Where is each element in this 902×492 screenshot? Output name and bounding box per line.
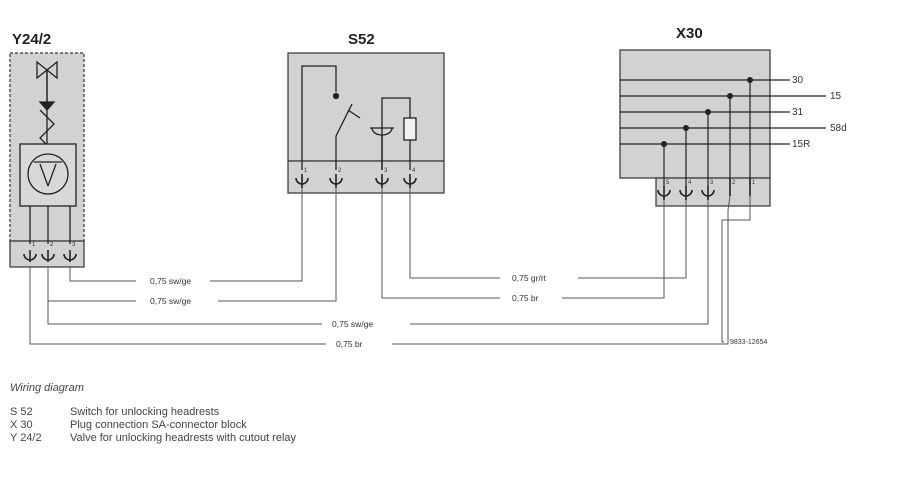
legend-text: Switch for unlocking headrests — [70, 406, 220, 418]
x30-terminal-label: 15R — [792, 139, 810, 150]
y24-pin-label: 3 — [72, 242, 76, 248]
s52-pin-label: 2 — [338, 168, 342, 174]
switch-symbol — [301, 65, 361, 170]
x30-terminal-label: 15 — [830, 91, 842, 102]
x30-title: X30 — [676, 25, 703, 42]
s52-title: S52 — [348, 31, 375, 48]
x30-junctions — [661, 77, 753, 147]
lamp-symbol — [370, 97, 417, 170]
x30-terminal-label: 30 — [792, 75, 804, 86]
wire-label: 0,75 gr/rt — [512, 273, 547, 283]
y24-title: Y24/2 — [12, 31, 51, 48]
relay-symbol — [19, 143, 77, 244]
x30-pin-label: 1 — [752, 180, 756, 186]
s52-pin-label: 3 — [384, 168, 388, 174]
x30-pin-label: 4 — [688, 180, 692, 186]
legend-code: Y 24/2 — [10, 432, 42, 444]
x30-terminal-label: 31 — [792, 107, 804, 118]
x30-pin-label: 3 — [710, 180, 714, 186]
wire-label: 0,75 sw/ge — [150, 296, 191, 306]
legend-code: S 52 — [10, 406, 33, 418]
legend-item: X 30 Plug connection SA-connector block — [10, 419, 610, 432]
wires — [29, 188, 751, 345]
x30-bus-lines — [620, 79, 826, 186]
s52-pin-label: 1 — [304, 168, 308, 174]
x30-pin-label: 2 — [732, 180, 736, 186]
x30-housing — [619, 49, 771, 207]
x30-terminal-label: 58d — [830, 123, 847, 134]
legend-text: Valve for unlocking headrests with cutou… — [70, 432, 297, 444]
legend-code: X 30 — [10, 419, 33, 431]
wire-label: 0,75 br — [512, 293, 539, 303]
x30-pins — [657, 178, 751, 200]
y24-pin-label: 2 — [50, 242, 54, 248]
legend-item: Y 24/2 Valve for unlocking headrests wit… — [10, 432, 610, 445]
y24-pins — [23, 250, 77, 262]
legend-item: S 52 Switch for unlocking headrests — [10, 406, 610, 419]
legend: Wiring diagram S 52 Switch for unlocking… — [10, 382, 610, 445]
wire-label: 0,75 sw/ge — [150, 276, 191, 286]
s52-housing — [287, 52, 445, 194]
wiring-diagram: Y24/2 1 2 3 S52 — [9, 25, 847, 349]
legend-title: Wiring diagram — [10, 382, 84, 394]
y24-pin-label: 1 — [32, 242, 36, 248]
reference-number: 9833-12654 — [730, 339, 767, 346]
legend-text: Plug connection SA-connector block — [70, 419, 247, 431]
wire-label: 0,75 sw/ge — [332, 319, 373, 329]
x30-pin-label: 5 — [666, 180, 670, 186]
s52-pins — [295, 174, 417, 188]
wire-label: 0,75 br — [336, 339, 363, 349]
s52-pin-label: 4 — [412, 168, 416, 174]
